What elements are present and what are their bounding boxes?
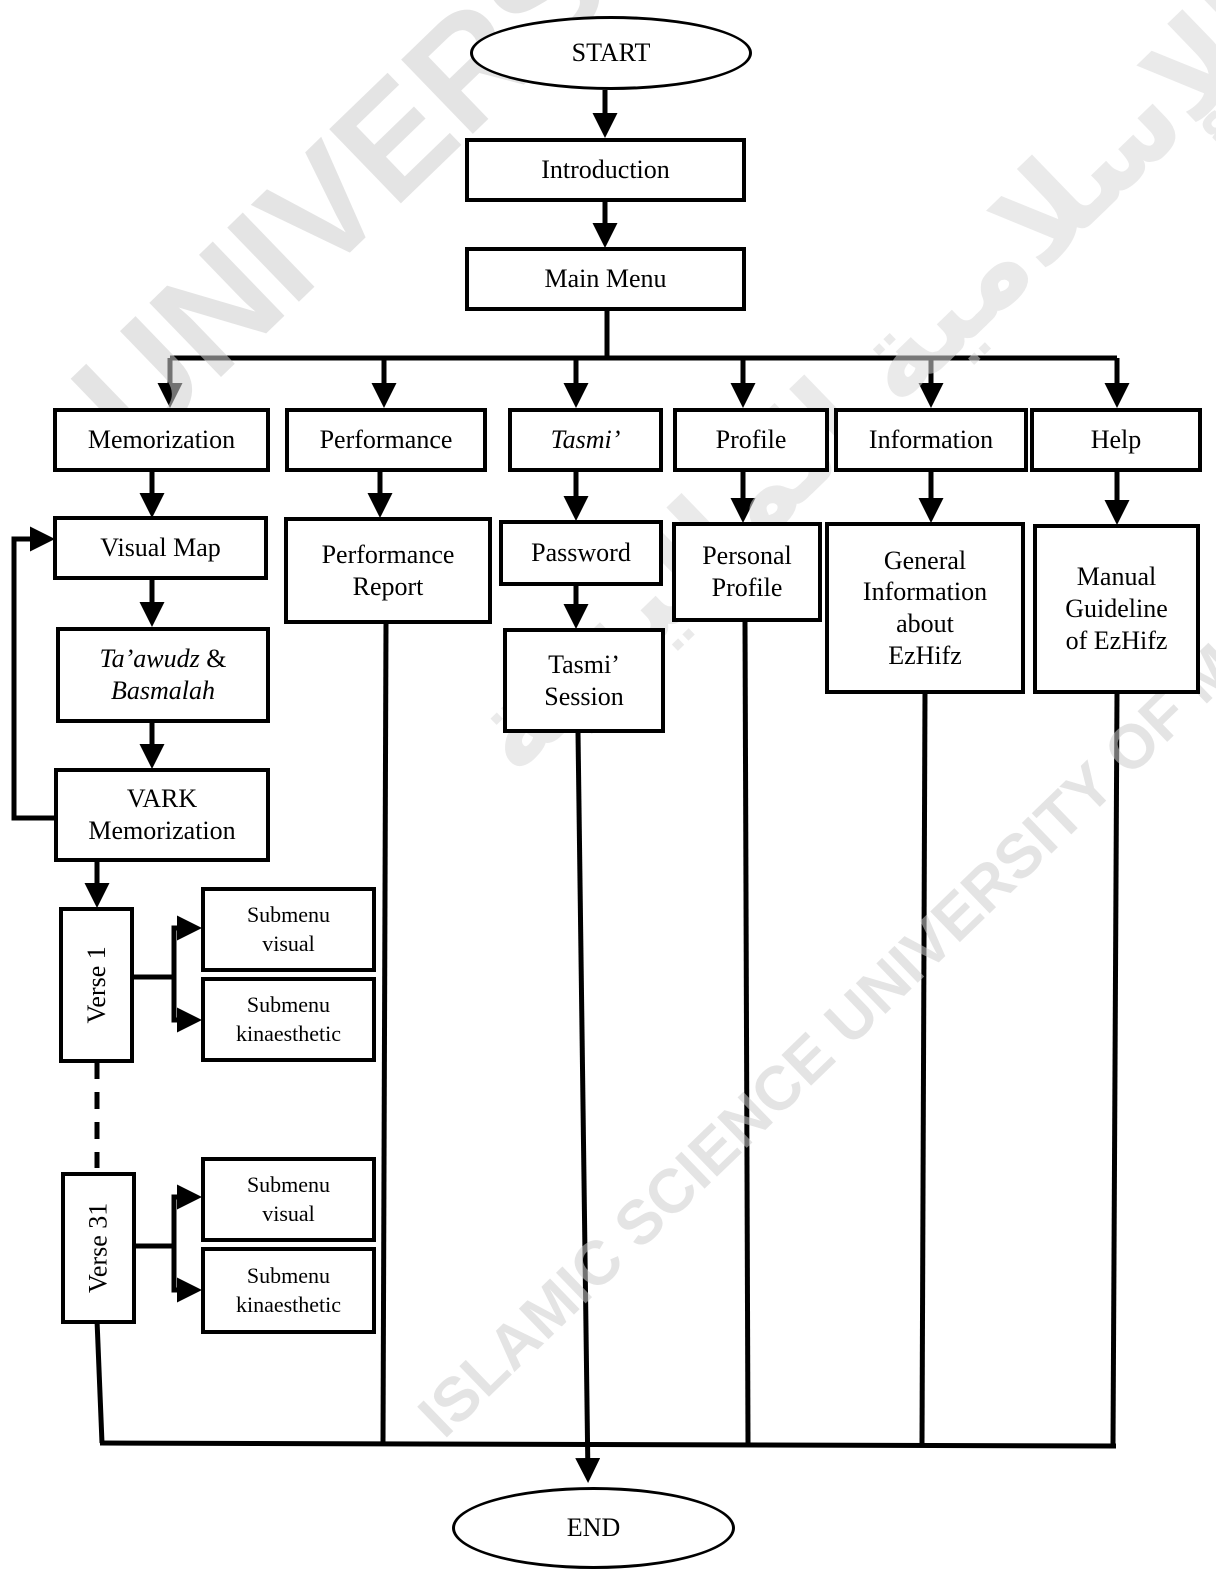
performance-box: Performance — [285, 408, 487, 472]
line-verse31-down — [94, 1319, 105, 1444]
general-info-label-1: General — [883, 545, 967, 575]
tasmi-session-label-2: Session — [544, 681, 624, 711]
introduction-label: Introduction — [541, 155, 670, 185]
information-label: Information — [868, 425, 994, 455]
verse-31-submenu-visual-box: Submenu visual — [201, 1157, 376, 1242]
help-box: Help — [1030, 408, 1202, 472]
submenu-label: Submenu — [246, 991, 331, 1017]
profile-box: Profile — [673, 408, 829, 472]
perf-report-label-1: Performance — [321, 539, 455, 569]
manual-label-1: Manual — [1076, 562, 1157, 592]
arrow-verse1-kinaesthetic — [171, 977, 202, 1033]
performance-label: Performance — [319, 425, 453, 455]
personal-profile-label-1: Personal — [702, 541, 792, 571]
general-info-label-2: Information — [862, 577, 988, 607]
general-information-box: General Information about EzHifz — [825, 522, 1025, 694]
line-general-info-down — [919, 691, 928, 1444]
vark-memorization-box: VARK Memorization — [54, 768, 270, 862]
kinaesthetic-label: kinaesthetic — [235, 1020, 342, 1046]
password-label: Password — [531, 538, 631, 568]
tasmi-box: Tasmi’ — [508, 408, 663, 472]
tasmi-session-label-1: Tasmi’ — [548, 649, 620, 679]
memorization-box: Memorization — [53, 408, 270, 472]
verse-31-label: Verse 31 — [83, 1202, 113, 1294]
visual-map-label: Visual Map — [100, 533, 221, 563]
information-box: Information — [834, 408, 1028, 472]
ampersand-label: & — [199, 644, 227, 674]
introduction-box: Introduction — [465, 138, 746, 202]
line-tasmi-session-down — [575, 731, 601, 1483]
line-personal-profile-down — [742, 621, 751, 1444]
main-menu-label: Main Menu — [544, 264, 667, 294]
verse-1-submenu-kinaesthetic-box: Submenu kinaesthetic — [201, 977, 376, 1062]
memorization-label: Memorization — [87, 425, 236, 455]
arrow-verse1-visual — [171, 915, 202, 977]
personal-profile-label-2: Profile — [711, 573, 783, 602]
submenu-label: Submenu — [246, 1171, 331, 1197]
start-terminator: START — [470, 16, 752, 90]
profile-label: Profile — [715, 425, 787, 455]
visual-map-box: Visual Map — [53, 516, 268, 580]
line-perf-report-down — [380, 621, 389, 1444]
collector-bar — [99, 1440, 1117, 1449]
line-manual-down — [1110, 691, 1120, 1446]
visual-label: visual — [262, 1200, 315, 1226]
verse-1-label: Verse 1 — [81, 946, 111, 1024]
vark-memorization-label: Memorization — [88, 816, 236, 845]
basmalah-label: Basmalah — [111, 676, 215, 705]
tasmi-label: Tasmi’ — [550, 425, 621, 455]
verse-1-box: Verse 1 — [59, 907, 134, 1063]
taawudz-basmalah-box: Ta’awudz & Basmalah — [56, 627, 270, 723]
tasmi-session-box: Tasmi’Session — [503, 628, 665, 733]
verse-31-submenu-kinaesthetic-box: Submenu kinaesthetic — [201, 1247, 376, 1334]
arrow-verse31-kinaesthetic — [171, 1246, 202, 1303]
start-label: START — [571, 38, 651, 68]
kinaesthetic-label: kinaesthetic — [235, 1291, 342, 1317]
main-menu-box: Main Menu — [465, 247, 746, 311]
end-terminator: END — [452, 1487, 735, 1569]
submenu-label: Submenu — [246, 1262, 331, 1288]
general-info-label-3: about — [896, 609, 954, 638]
password-box: Password — [499, 520, 663, 586]
arrow-verse31-visual — [171, 1184, 202, 1246]
general-info-label-4: EzHifz — [888, 640, 962, 670]
end-label: END — [566, 1513, 621, 1543]
loop-back-visual-map — [11, 526, 56, 821]
manual-label-2: Guideline — [1065, 594, 1168, 624]
visual-label: visual — [262, 930, 315, 956]
verse-1-submenu-visual-box: Submenu visual — [201, 887, 376, 972]
submenu-label: Submenu — [246, 901, 331, 927]
help-label: Help — [1090, 425, 1142, 455]
taawudz-label: Ta’awudz — [99, 644, 200, 674]
verse-31-box: Verse 31 — [61, 1172, 136, 1324]
vark-label: VARK — [126, 784, 198, 814]
manual-guideline-box: Manual Guideline of EzHifz — [1033, 524, 1200, 694]
manual-label-3: of EzHifz — [1065, 625, 1168, 655]
perf-report-label-2: Report — [352, 571, 424, 601]
